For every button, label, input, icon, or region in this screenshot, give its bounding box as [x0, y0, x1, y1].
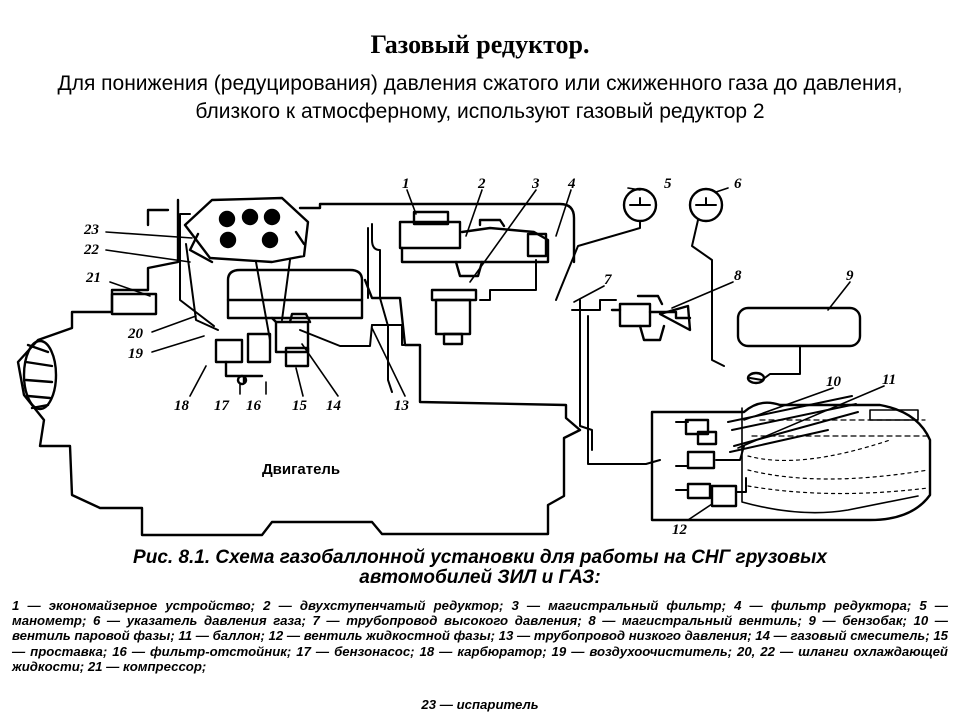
figure-legend-last: 23 — испаритель — [421, 697, 539, 712]
callout-numbers: 1 2 3 4 5 6 7 8 9 10 11 12 13 14 15 16 1… — [83, 176, 896, 538]
callout-18: 18 — [174, 398, 190, 414]
callout-11: 11 — [882, 372, 896, 388]
cylinder-valves — [675, 418, 747, 508]
gas-installation-diagram: 1 2 3 4 5 6 7 8 9 10 11 12 13 14 15 16 1… — [16, 176, 932, 538]
callout-5: 5 — [664, 176, 672, 192]
gas-reducer — [398, 210, 550, 278]
gas-cylinder — [650, 395, 932, 522]
callout-16: 16 — [246, 398, 262, 414]
petrol-tank — [736, 306, 862, 385]
engine-outline — [16, 198, 582, 537]
callout-8: 8 — [734, 268, 742, 284]
slide-subtitle-line2: близкого к атмосферному, используют газо… — [195, 100, 765, 123]
callout-17: 17 — [214, 398, 230, 414]
compressor — [110, 292, 158, 316]
figure-caption-line2: автомобилей ЗИЛ и ГАЗ: — [359, 567, 601, 588]
figure-caption: Рис. 8.1. Схема газобаллонной установки … — [0, 548, 960, 588]
callout-15: 15 — [292, 398, 308, 414]
slide-subtitle-line1: Для понижения (редуцирования) давления с… — [57, 72, 903, 95]
main-filter — [430, 288, 478, 346]
callout-1: 1 — [402, 176, 410, 192]
manometer — [555, 187, 658, 301]
top-hose — [146, 202, 576, 264]
callout-22: 22 — [83, 242, 100, 258]
slide-title: Газовый редуктор. — [370, 30, 590, 59]
air-cleaner — [226, 268, 364, 320]
evaporator-distributor — [183, 196, 310, 264]
callout-7: 7 — [604, 272, 612, 288]
callout-leaders — [105, 187, 885, 521]
coolant-hoses — [179, 213, 291, 341]
pressure-indicator — [688, 187, 725, 367]
fan-pulley — [22, 339, 58, 411]
callout-6: 6 — [734, 176, 742, 192]
callout-13: 13 — [394, 398, 410, 414]
callout-20: 20 — [127, 326, 144, 342]
callout-4: 4 — [567, 176, 576, 192]
callout-9: 9 — [846, 268, 854, 284]
callout-21: 21 — [85, 270, 101, 286]
callout-10: 10 — [826, 374, 842, 390]
figure-caption-line1: Рис. 8.1. Схема газобаллонной установки … — [133, 547, 827, 568]
high-pressure-line — [571, 299, 661, 465]
callout-3: 3 — [531, 176, 540, 192]
engine-label: Двигатель — [262, 461, 340, 478]
callout-19: 19 — [128, 346, 144, 362]
callout-14: 14 — [326, 398, 342, 414]
callout-23: 23 — [83, 222, 100, 238]
callout-12: 12 — [672, 522, 688, 538]
main-valve — [610, 294, 692, 342]
carburetor-mixer — [214, 312, 312, 386]
figure-legend: 1 — экономайзерное устройство; 2 — двухс… — [12, 598, 948, 674]
callout-2: 2 — [477, 176, 486, 192]
